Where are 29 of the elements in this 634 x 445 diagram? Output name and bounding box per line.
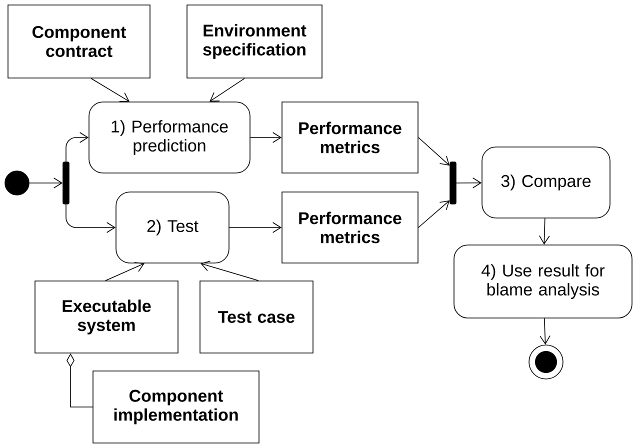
activity-box: 4) Use result for blame analysis: [454, 244, 632, 318]
activity-box: 1) Performance prediction: [88, 102, 250, 174]
arrow: [200, 260, 259, 281]
data-box: Component contract: [8, 4, 150, 78]
arrow: [418, 200, 450, 228]
end-dot: [528, 344, 564, 380]
arrow: [66, 132, 89, 162]
arrow: [66, 204, 116, 233]
data-box: Performance metrics: [282, 192, 418, 264]
start-dot: [4, 170, 30, 196]
arrow: [210, 78, 245, 102]
arrow: [29, 178, 63, 188]
arrow: [250, 132, 282, 143]
arrow: [540, 318, 550, 345]
data-box: Environment specification: [186, 4, 322, 78]
sync-bar: [450, 162, 456, 204]
activity-box: 2) Test: [116, 192, 230, 264]
sync-bar: [62, 162, 70, 204]
data-box: Performance metrics: [282, 102, 418, 174]
arrow: [229, 222, 282, 233]
arrow: [456, 178, 482, 188]
arrow: [90, 78, 130, 102]
data-box: Test case: [200, 280, 314, 354]
activity-box: 3) Compare: [482, 146, 610, 218]
data-box: Executable system: [34, 280, 178, 354]
arrow: [418, 137, 450, 166]
arrow: [105, 262, 144, 281]
data-box: Component implementation: [92, 370, 260, 444]
arrow: [539, 218, 550, 245]
